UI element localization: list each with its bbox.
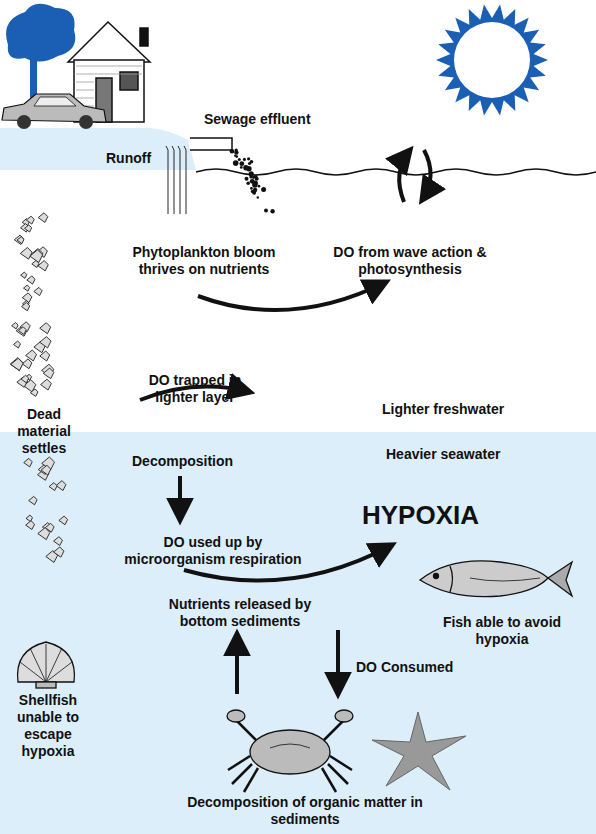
layer-label: Heavier seawater [386, 446, 500, 463]
condition-label: HYPOXIA [362, 500, 479, 530]
surface-label: Sewage effluent [204, 111, 311, 128]
runoff-lines [166, 146, 186, 214]
process-label: Nutrients released by bottom sediments [160, 596, 320, 630]
process-label: Decomposition [132, 453, 233, 470]
process-label: DO used up by microorganism respiration [118, 534, 308, 568]
dead-material [10, 213, 67, 563]
organism-label: Shellfish unable to escape hypoxia [6, 692, 90, 760]
organism-label: Fish able to avoid hypoxia [440, 614, 564, 648]
car [2, 94, 106, 129]
sewage-pipe [190, 138, 232, 150]
seawater-layer [0, 432, 596, 834]
process-label: Phytoplankton bloom thrives on nutrients [114, 244, 294, 278]
starfish [372, 712, 466, 790]
sun [436, 5, 548, 116]
surface-label: Runoff [106, 150, 151, 167]
process-label: DO from wave action & photosynthesis [330, 244, 490, 278]
land [0, 128, 196, 170]
water-surface [196, 169, 596, 175]
process-label: DO Consumed [356, 659, 453, 676]
fish [420, 561, 572, 597]
layer-label: Lighter freshwater [382, 401, 504, 418]
sewage-particles [230, 148, 275, 213]
process-arrows [140, 150, 431, 694]
shellfish [18, 642, 75, 688]
process-label: DO trapped in lighter layer [130, 372, 260, 406]
process-label: Decomposition of organic matter in sedim… [180, 794, 430, 828]
crab [227, 710, 353, 792]
process-label: Dead material settles [2, 406, 86, 457]
tree [6, 4, 75, 105]
